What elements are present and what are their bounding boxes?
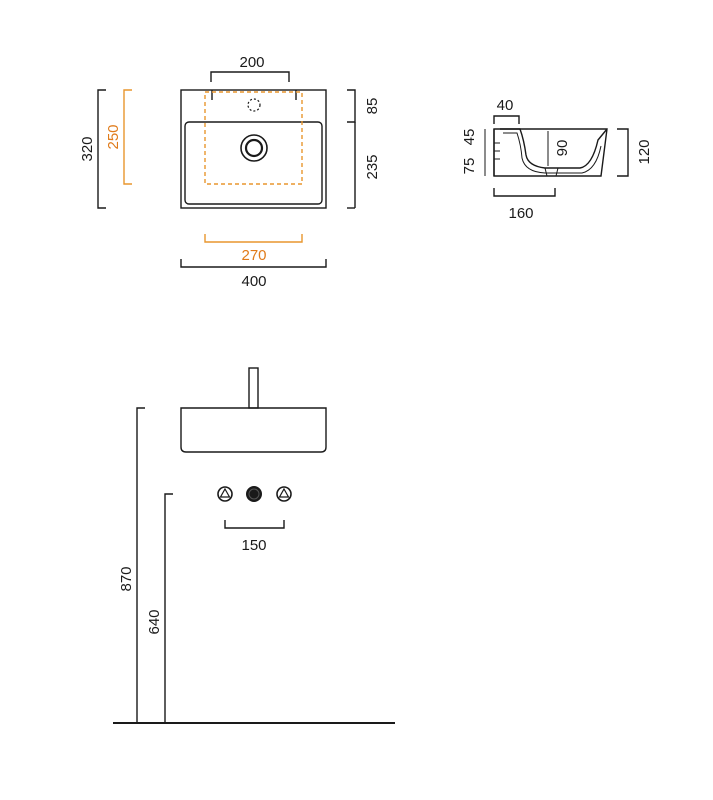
dim-line-320 bbox=[97, 89, 106, 209]
dim-label-150: 150 bbox=[241, 537, 266, 554]
drain-inner bbox=[244, 138, 264, 158]
dim-label-85: 85 bbox=[364, 98, 381, 115]
dim-label-270: 270 bbox=[241, 247, 266, 264]
dim-label-90: 90 bbox=[554, 140, 571, 157]
valve-left bbox=[217, 486, 233, 502]
dim-label-45: 45 bbox=[461, 129, 478, 146]
dim-line-200 bbox=[210, 71, 290, 82]
bowl-outline bbox=[184, 121, 323, 205]
dim-line-40 bbox=[493, 115, 520, 124]
inner-area-dashed bbox=[204, 91, 303, 185]
dim-line-250 bbox=[123, 89, 132, 185]
dim-line-150 bbox=[224, 520, 285, 529]
valve-right bbox=[276, 486, 292, 502]
dim-label-75: 75 bbox=[461, 158, 478, 175]
drain-outer bbox=[240, 134, 268, 162]
tap-hole-dashed bbox=[247, 98, 261, 112]
bowl-profile-inner bbox=[503, 132, 602, 174]
valve-center-ring bbox=[248, 488, 260, 500]
dim-line-85 bbox=[347, 89, 356, 123]
waste-outlet bbox=[544, 167, 559, 177]
dim-label-320: 320 bbox=[79, 136, 96, 161]
dim-line-640 bbox=[164, 493, 173, 723]
dim-label-160: 160 bbox=[508, 205, 533, 222]
valve-center bbox=[246, 486, 262, 502]
front-view: 150 870 640 bbox=[113, 367, 395, 724]
bowl-profile bbox=[500, 128, 608, 169]
tap-spout bbox=[248, 367, 259, 409]
dim-label-870: 870 bbox=[118, 566, 135, 591]
dim-line-120 bbox=[617, 128, 629, 177]
dim-label-400: 400 bbox=[241, 273, 266, 290]
dim-label-235: 235 bbox=[364, 154, 381, 179]
dim-label-250: 250 bbox=[105, 124, 122, 149]
top-view: 200 320 250 85 235 270 400 bbox=[79, 54, 381, 290]
basin-front bbox=[180, 407, 327, 453]
dim-label-40: 40 bbox=[497, 97, 514, 114]
basin-outline bbox=[180, 89, 327, 209]
dim-line-400 bbox=[180, 259, 327, 268]
dim-label-120: 120 bbox=[636, 139, 653, 164]
dim-label-200: 200 bbox=[239, 54, 264, 71]
dim-line-870 bbox=[136, 407, 145, 723]
dim-label-640: 640 bbox=[146, 609, 163, 634]
dim-line-270 bbox=[204, 234, 303, 243]
side-view: 40 75 45 90 120 160 bbox=[461, 97, 653, 222]
dim-line-160 bbox=[493, 188, 556, 197]
